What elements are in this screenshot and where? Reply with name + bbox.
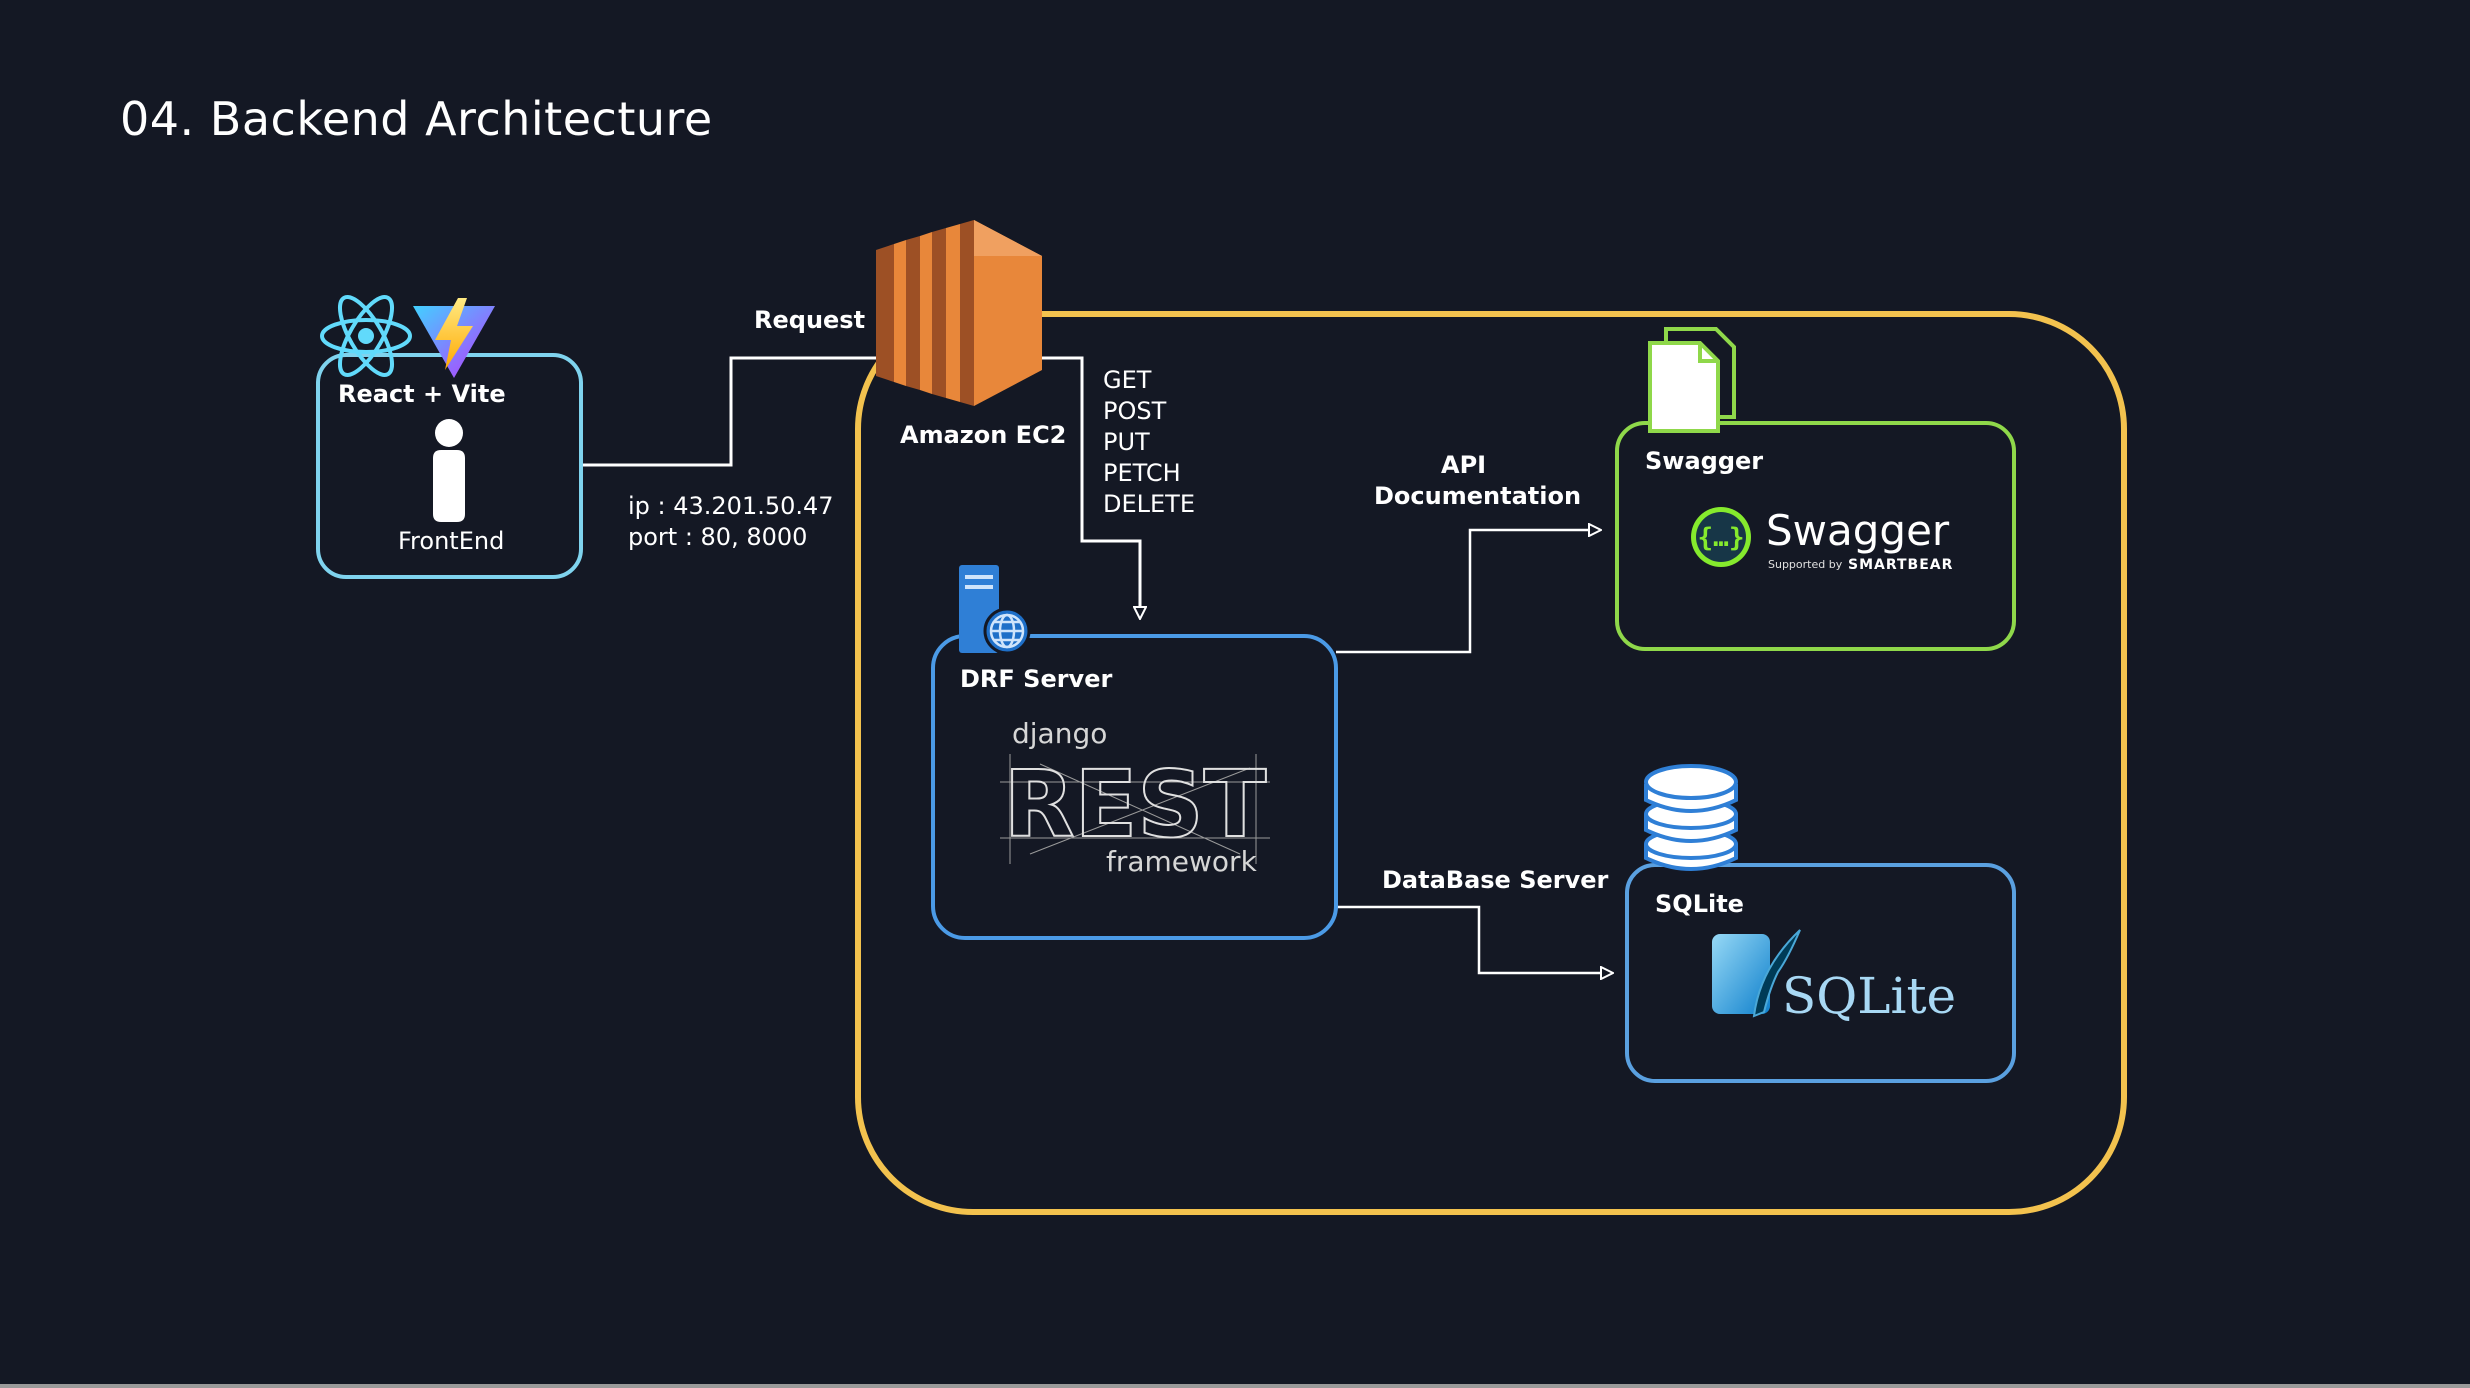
bottom-edge-strip xyxy=(0,1384,2470,1388)
vite-icon xyxy=(413,298,495,378)
react-icon xyxy=(320,295,412,377)
swagger-logo-sub-brand: SMARTBEAR xyxy=(1848,557,1954,573)
request-label: Request xyxy=(754,306,866,334)
ip-text: ip : 43.201.50.47 xyxy=(628,492,834,520)
sqlite-logo-icon xyxy=(1712,929,1801,1018)
swagger-box xyxy=(1615,421,2016,651)
db-connector xyxy=(1336,905,1612,973)
port-text: port : 80, 8000 xyxy=(628,523,808,551)
documents-icon xyxy=(1648,327,1736,433)
drf-logo-framework: framework xyxy=(1106,845,1257,878)
swagger-logo-text: Swagger xyxy=(1766,506,1950,555)
rest-wordmark: REST xyxy=(1000,754,1270,864)
http-method-post: POST xyxy=(1103,397,1167,425)
http-method-delete: DELETE xyxy=(1103,490,1196,518)
frontend-caption: FrontEnd xyxy=(398,527,505,555)
ec2-icon xyxy=(876,220,1042,406)
api-doc-label-line1: API xyxy=(1441,451,1487,479)
server-globe-icon xyxy=(959,565,1031,655)
drf-server-box xyxy=(931,634,1338,940)
frontend-label: React + Vite xyxy=(338,380,506,408)
sqlite-label: SQLite xyxy=(1655,890,1744,918)
db-link-label: DataBase Server xyxy=(1382,866,1609,894)
drf-server-label: DRF Server xyxy=(960,665,1113,693)
django-rest-logo: django REST framework xyxy=(1000,718,1280,888)
request-connector xyxy=(583,356,880,467)
http-method-petch: PETCH xyxy=(1103,459,1181,487)
api-doc-label-line2: Documentation xyxy=(1374,482,1582,510)
api-doc-connector xyxy=(1336,530,1600,654)
ec2-group-container xyxy=(855,311,2127,1215)
swagger-logo-sub-prefix: Supported by xyxy=(1768,558,1843,571)
swagger-label: Swagger xyxy=(1645,447,1764,475)
sqlite-box xyxy=(1625,863,2016,1083)
drf-logo-django: django xyxy=(1012,717,1108,750)
sqlite-logo-text: SQLite xyxy=(1782,967,1957,1025)
page-title: 04. Backend Architecture xyxy=(120,92,713,146)
http-method-get: GET xyxy=(1103,366,1152,394)
ec2-label: Amazon EC2 xyxy=(900,421,1067,449)
person-icon xyxy=(433,419,465,522)
database-icon xyxy=(1644,764,1738,871)
swagger-logo-icon: {…} xyxy=(1691,507,1751,567)
methods-connector xyxy=(1040,356,1140,618)
drf-logo-rest: REST xyxy=(1004,754,1267,858)
http-method-put: PUT xyxy=(1103,428,1150,456)
svg-text:{…}: {…} xyxy=(1698,523,1745,553)
